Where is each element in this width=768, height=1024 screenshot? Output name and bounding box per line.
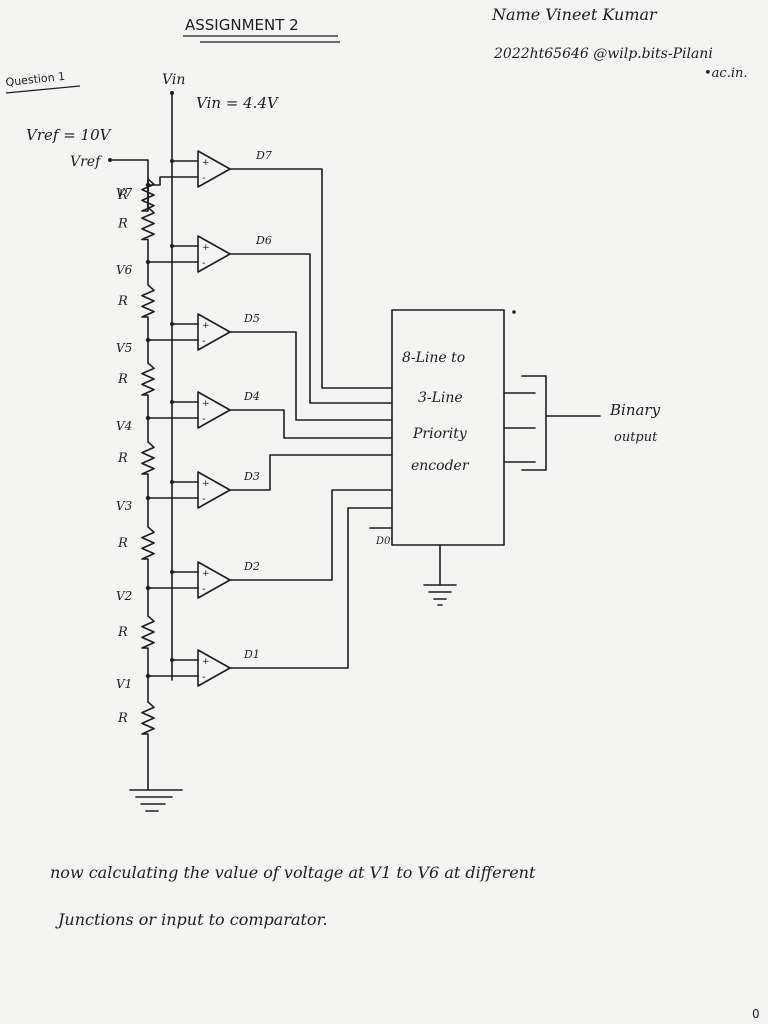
- comparator-minus-1: -: [202, 258, 206, 269]
- comparator-output-label-4: D3: [243, 470, 260, 483]
- comparator-5: [197, 561, 231, 599]
- comparator-plus-3: +: [202, 399, 210, 409]
- comparator-plus-5: +: [202, 569, 210, 579]
- encoder-line-1: 8-Line to: [402, 350, 465, 366]
- comparator-output-label-1: D6: [255, 234, 272, 247]
- comparator-plus-4: +: [202, 479, 210, 489]
- encoder-line-2: 3-Line: [418, 390, 463, 406]
- binary-output-label-1: Binary: [609, 401, 661, 419]
- vref-label: Vref: [70, 154, 103, 170]
- resistor-3: [141, 339, 155, 419]
- note-line-2: Junctions or input to comparator.: [55, 910, 328, 929]
- resistor-label-7: R: [117, 711, 128, 726]
- resistor-2: [141, 261, 155, 341]
- comparator-output-label-6: D1: [243, 648, 260, 661]
- comparator-2: [197, 313, 231, 351]
- resistor-6: [141, 587, 155, 677]
- comparator-6: [197, 649, 231, 687]
- page-number: 0: [752, 1007, 760, 1021]
- output-wire-6: [229, 507, 393, 669]
- vin-tap-dot-2: [170, 322, 174, 326]
- student-email-domain: •ac.in.: [704, 66, 748, 81]
- encoder-line-3: Priority: [412, 426, 468, 442]
- question-label: Question 1: [5, 70, 66, 89]
- d0-label: D0: [375, 536, 391, 547]
- comparator-output-label-3: D4: [243, 390, 260, 403]
- comparator-minus-6: -: [202, 672, 206, 683]
- node-label-2: V5: [116, 341, 132, 355]
- comparator-plus-6: +: [202, 657, 210, 667]
- resistor-5: [141, 497, 155, 589]
- binary-output-label-2: output: [614, 430, 658, 445]
- note-line-1: now calculating the value of voltage at …: [50, 863, 536, 882]
- comparator-4: [197, 471, 231, 509]
- student-name: Name Vineet Kumar: [491, 5, 658, 24]
- vin-value: Vin = 4.4V: [196, 94, 280, 112]
- resistor-7: [141, 675, 155, 761]
- vin-tap-dot-0: [170, 159, 174, 163]
- vin-tap-dot-1: [170, 244, 174, 248]
- vin-tap-dot-5: [170, 570, 174, 574]
- resistor-label-0: R: [117, 188, 128, 203]
- output-wire-2: [229, 331, 393, 421]
- comparator-plus-0: +: [202, 158, 210, 168]
- comparator-minus-5: -: [202, 584, 206, 595]
- resistor-label-2: R: [117, 294, 128, 309]
- comparator-minus-wire-0: [147, 176, 199, 186]
- vin-label: Vin: [162, 72, 185, 88]
- node-label-1: V6: [116, 263, 133, 277]
- resistor-label-6: R: [117, 625, 128, 640]
- node-label-3: V4: [116, 419, 132, 433]
- assignment-title: ASSIGNMENT 2: [185, 16, 299, 34]
- question-underline: [5, 85, 81, 94]
- comparator-3: [197, 391, 231, 429]
- node-label-4: V3: [116, 499, 133, 513]
- comparator-plus-2: +: [202, 321, 210, 331]
- vin-tap-dot-3: [170, 400, 174, 404]
- output-wire-4: [229, 454, 393, 491]
- comparator-0: [197, 150, 231, 188]
- resistor-label-3: R: [117, 372, 128, 387]
- comparator-1: [197, 235, 231, 273]
- output-wire-0: [229, 168, 393, 389]
- comparator-output-label-0: D7: [255, 149, 272, 162]
- comparator-output-wires: [229, 168, 393, 669]
- node-label-0: V7: [116, 186, 133, 200]
- resistor-label-4: R: [117, 451, 128, 466]
- encoder-line-4: encoder: [411, 458, 470, 474]
- comparator-minus-3: -: [202, 414, 206, 425]
- comparator-minus-4: -: [202, 494, 206, 505]
- vin-tap-dot-6: [170, 658, 174, 662]
- resistor-label-1: R: [117, 217, 128, 232]
- node-label-5: V2: [116, 589, 132, 603]
- output-brace: [521, 375, 547, 471]
- output-wire-5: [229, 489, 393, 581]
- comparator-output-label-2: D5: [243, 312, 260, 325]
- comparator-plus-1: +: [202, 243, 210, 253]
- student-email: 2022ht65646 @wilp.bits-Pilani: [493, 46, 713, 62]
- resistor-1: [141, 184, 155, 263]
- output-wire-3: [229, 409, 393, 439]
- comparator-bank: + - D7 + - D6 + - D5 + - D4 + - D3 + - D2 + - D1: [147, 149, 272, 687]
- comparator-output-label-5: D2: [243, 560, 260, 573]
- vref-value: Vref = 10V: [26, 126, 113, 144]
- resistor-label-5: R: [117, 536, 128, 551]
- comparator-minus-2: -: [202, 336, 206, 347]
- resistor-4: [141, 417, 155, 499]
- vin-tap-dot-4: [170, 480, 174, 484]
- comparator-minus-0: -: [202, 173, 206, 184]
- node-label-6: V1: [116, 677, 132, 691]
- encoder-dot: [512, 310, 516, 314]
- output-wire-1: [229, 253, 393, 404]
